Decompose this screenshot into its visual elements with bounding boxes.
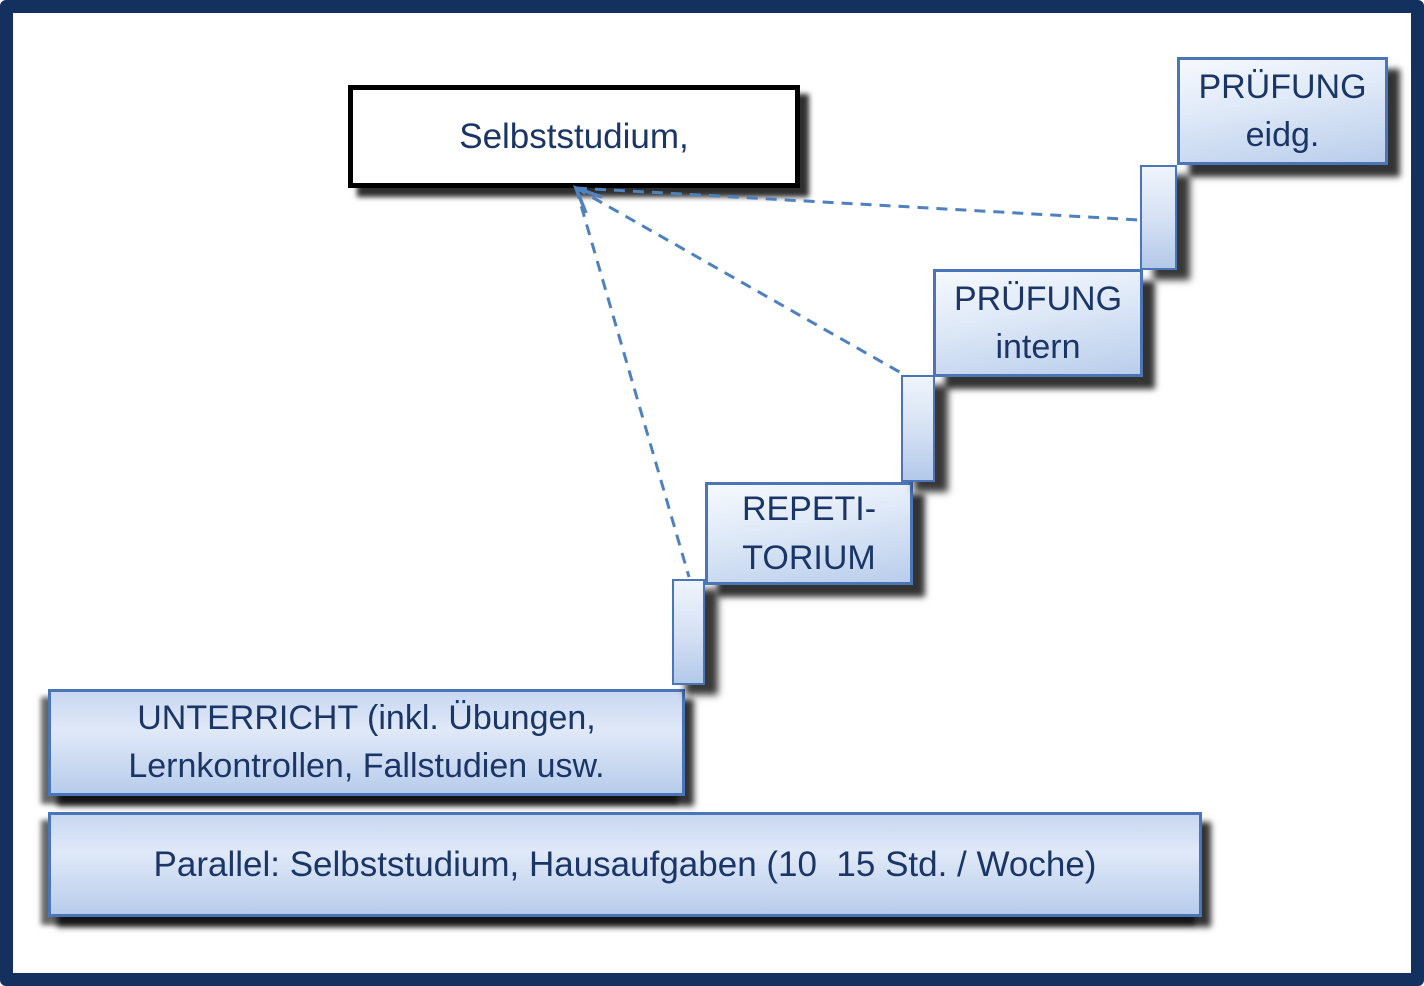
unterricht-line2: Lernkontrollen, Fallstudien usw. bbox=[128, 746, 605, 785]
pruefung-eidg-box: PRÜFUNG eidg. bbox=[1177, 57, 1388, 165]
repetitorium-box: REPETI- TORIUM bbox=[705, 482, 913, 585]
repetitorium-line2: TORIUM bbox=[742, 538, 876, 577]
pruefung-intern-line1: PRÜFUNG bbox=[953, 279, 1123, 318]
stair-riser-intern bbox=[901, 375, 935, 482]
arrowhead-icon bbox=[572, 185, 603, 214]
pruefung-eidg-line1: PRÜFUNG bbox=[1198, 67, 1367, 106]
stair-riser-repetitorium bbox=[672, 579, 705, 685]
dashed-line-to-unterricht-riser bbox=[574, 187, 691, 578]
unterricht-box: UNTERRICHT (inkl. Übungen, Lernkontrolle… bbox=[48, 689, 685, 796]
selbststudium-label: Selbststudium, bbox=[459, 116, 689, 156]
dashed-line-to-eidg-riser bbox=[575, 186, 1141, 222]
selbststudium-box: Selbststudium, bbox=[348, 85, 800, 188]
repetitorium-line1: REPETI- bbox=[741, 490, 877, 529]
pruefung-intern-box: PRÜFUNG intern bbox=[933, 269, 1143, 377]
unterricht-line1: UNTERRICHT (inkl. Übungen, bbox=[137, 698, 596, 737]
pruefung-eidg-line2: eidg. bbox=[1245, 116, 1320, 154]
parallel-label: Parallel: Selbststudium, Hausaufgaben (1… bbox=[153, 844, 1097, 884]
pruefung-intern-line2: intern bbox=[995, 328, 1081, 366]
dashed-line-to-intern-riser bbox=[575, 186, 904, 376]
stair-riser-eidg bbox=[1140, 165, 1177, 270]
parallel-box: Parallel: Selbststudium, Hausaufgaben (1… bbox=[48, 812, 1202, 917]
